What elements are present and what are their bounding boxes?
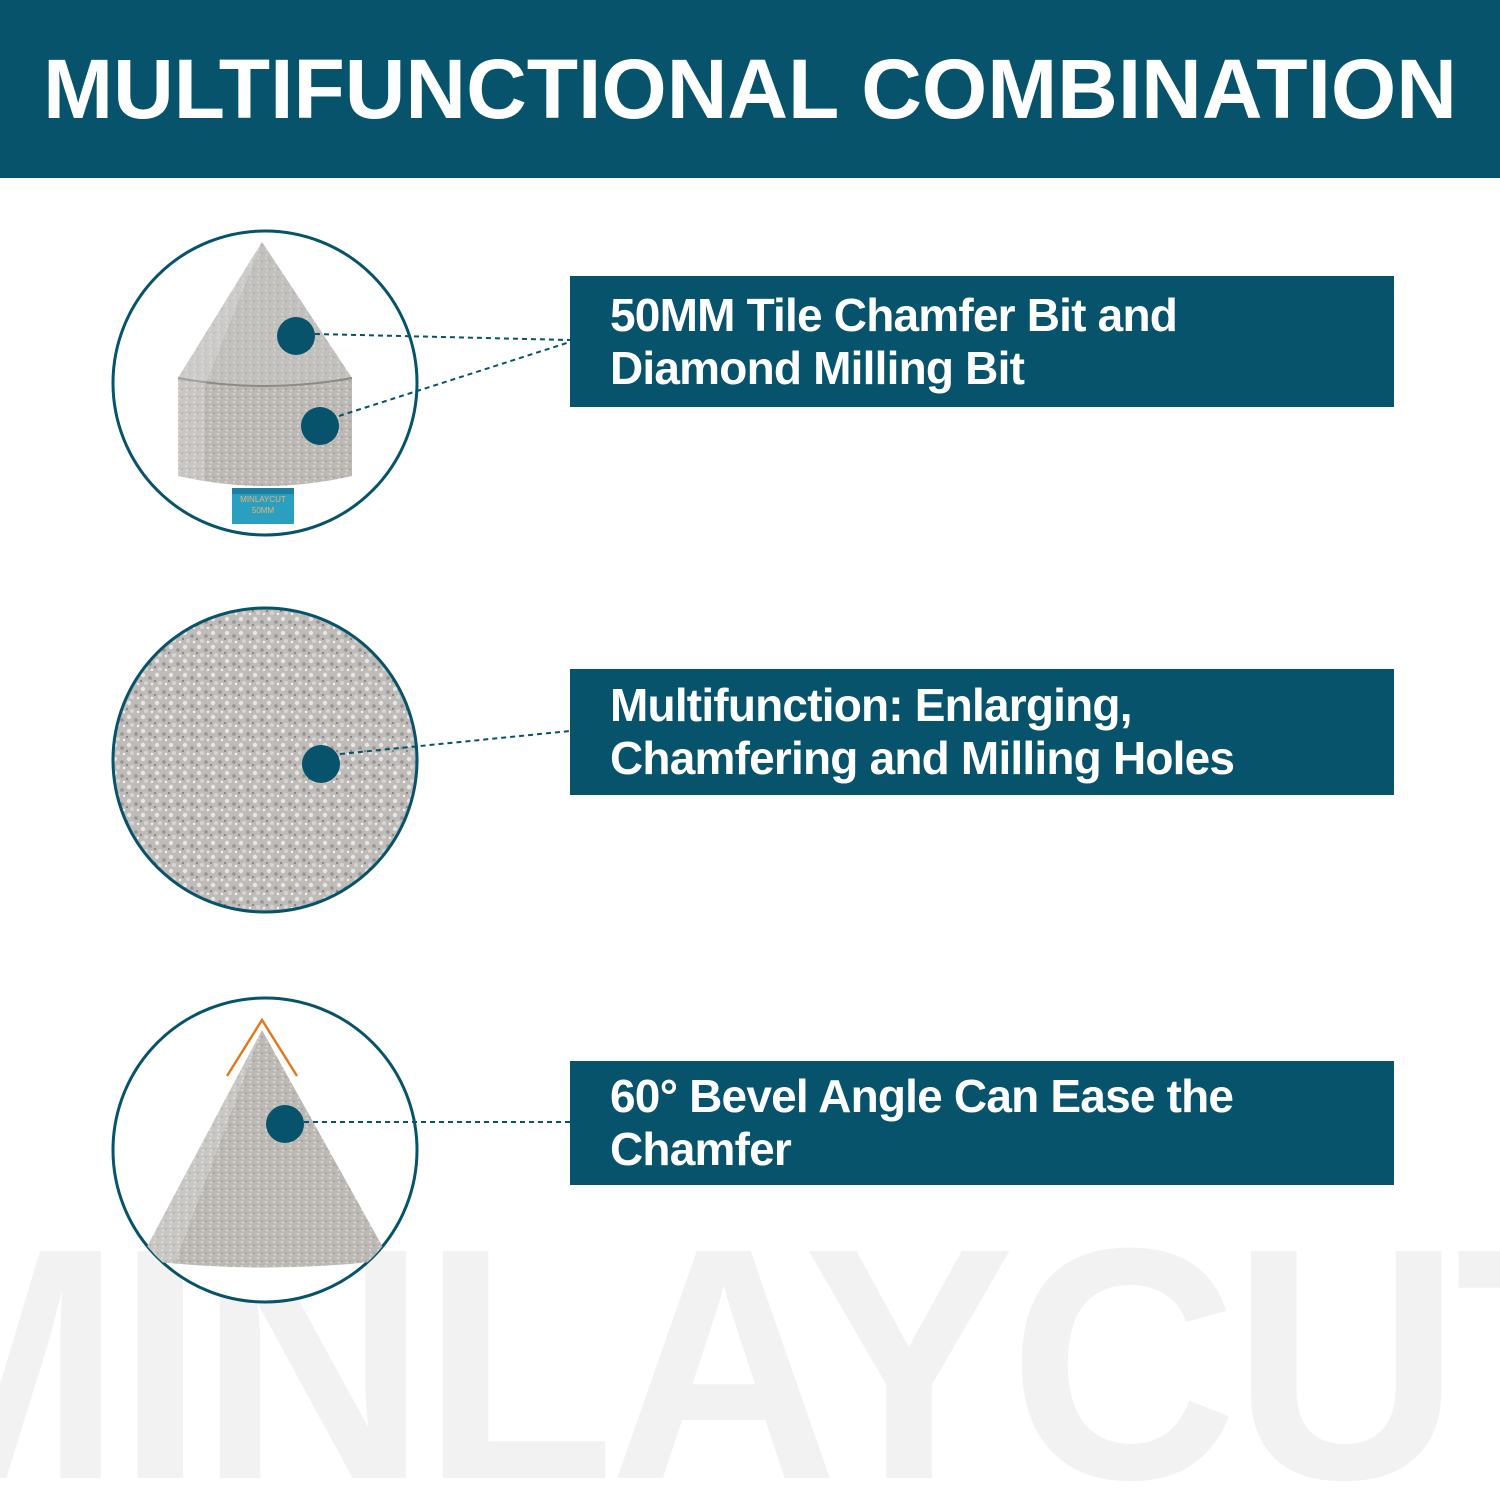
feature-text-line: Diamond Milling Bit (610, 341, 1025, 394)
feature-text-line: Multifunction: Enlarging, (610, 679, 1133, 731)
shank-brand-text: MINLAYCUT (240, 495, 286, 504)
feature-label-multifunction: Multifunction: Enlarging, Chamfering and… (570, 669, 1394, 795)
page-title: MULTIFUNCTIONAL COMBINATION (43, 41, 1457, 136)
feature-text-line: 60° Bevel Angle Can Ease the (610, 1070, 1234, 1122)
feature-text-line: 50MM Tile Chamfer Bit and (610, 288, 1178, 341)
marker-dot (301, 407, 339, 445)
feature-label-chamfer-bit: 50MM Tile Chamfer Bit and Diamond Millin… (570, 276, 1394, 407)
marker-dot (266, 1105, 304, 1143)
bevel-angle-illustration (111, 996, 570, 1304)
shank-size-text: 50MM (252, 506, 275, 515)
chamfer-bit-illustration: MINLAYCUT 50MM (111, 229, 571, 537)
feature-text-line: Chamfering and Milling Holes (610, 732, 1235, 784)
feature-label-bevel-angle: 60° Bevel Angle Can Ease the Chamfer (570, 1061, 1394, 1185)
marker-dot (277, 317, 315, 355)
feature-text-line: Chamfer (610, 1123, 792, 1175)
marker-dot (302, 745, 340, 783)
header-banner: MULTIFUNCTIONAL COMBINATION (0, 0, 1500, 178)
diamond-surface-illustration (111, 606, 571, 914)
angle-marker (225, 1017, 299, 1077)
